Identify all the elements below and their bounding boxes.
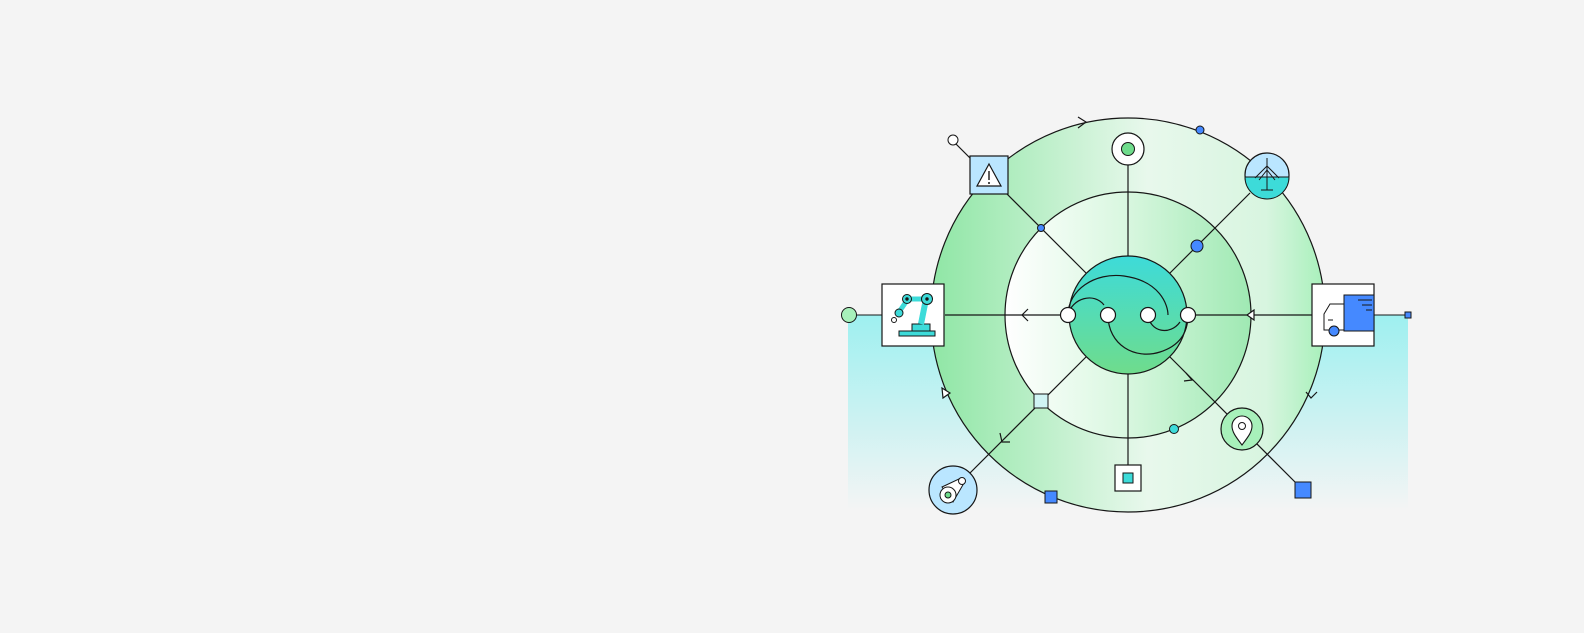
location-pin-node	[1220, 407, 1264, 451]
warning-node	[969, 155, 1009, 195]
wind-turbine-icon	[1254, 158, 1280, 191]
dot-warning-tail	[947, 134, 959, 146]
square-chip-node	[1114, 464, 1142, 492]
robotic-arm-node	[881, 283, 945, 347]
target-node	[1111, 132, 1145, 166]
arrow-left-outer	[941, 386, 952, 400]
dot-right-end	[1404, 311, 1412, 319]
arrow-top	[1077, 116, 1088, 129]
arrow-lower-left	[999, 432, 1010, 443]
delivery-truck-node	[1311, 283, 1375, 347]
pulley-node	[928, 465, 978, 515]
dot-inner-ne	[1190, 239, 1204, 253]
arrow-lower-right	[1183, 372, 1194, 382]
wind-turbine-node	[1244, 152, 1290, 200]
target-dot-icon	[1121, 142, 1135, 156]
dot-left-end	[841, 307, 857, 323]
pulley-wheel-icon	[939, 477, 966, 504]
dot-inner-se	[1169, 424, 1179, 434]
delivery-truck-icon	[1323, 294, 1375, 337]
arrow-left-inner	[1021, 308, 1029, 322]
square-outer-se	[1294, 481, 1312, 499]
location-pin-icon	[1231, 415, 1253, 446]
square-inner-sw	[1033, 393, 1049, 409]
core-nodes	[1059, 306, 1197, 324]
robotic-arm-icon	[891, 293, 936, 337]
warning-triangle-icon	[975, 162, 1003, 187]
arrow-right-inner	[1245, 308, 1255, 322]
dot-inner-nw	[1037, 224, 1045, 232]
square-chip-icon	[1122, 472, 1134, 484]
flow-arrows	[999, 116, 1318, 443]
core-sphere	[1068, 255, 1188, 375]
arrow-right-outer	[1305, 391, 1318, 399]
square-outer-bottom	[1044, 490, 1058, 504]
dot-outer-top	[1195, 125, 1205, 135]
